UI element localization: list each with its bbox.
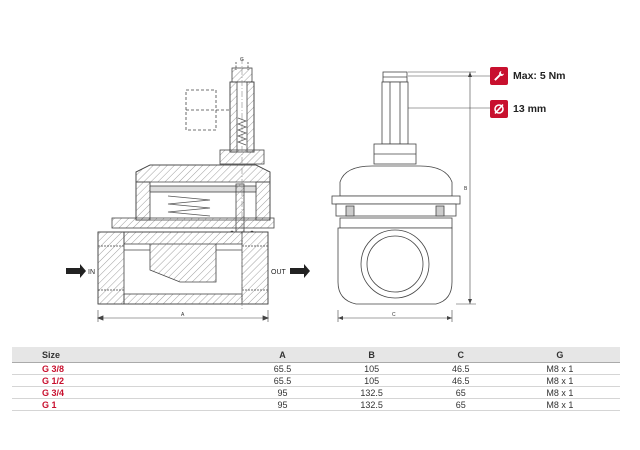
diameter-spec: 13 mm [490, 100, 546, 118]
table-row: G 1 95 132.5 65 M8 x 1 [12, 398, 620, 411]
col-header-a: A [243, 347, 322, 363]
front-view [331, 71, 490, 322]
table-row: G 3/8 65.5 105 46.5 M8 x 1 [12, 362, 620, 375]
dim-g-label: G [240, 57, 244, 63]
dim-b-label: B [464, 186, 468, 192]
dimensions-table: Size A B C G G 3/8 65.5 105 46.5 M8 x 1 … [12, 347, 620, 411]
table-row: G 1/2 65.5 105 46.5 M8 x 1 [12, 374, 620, 387]
diameter-value: 13 mm [513, 103, 547, 115]
col-header-size: Size [12, 347, 244, 363]
wrench-icon [490, 67, 508, 85]
col-header-b: B [321, 347, 422, 363]
section-view [96, 58, 275, 322]
torque-value: Max: 5 Nm [513, 70, 566, 82]
diameter-icon [490, 100, 508, 118]
col-header-c: C [421, 347, 500, 363]
col-header-g: G [499, 347, 620, 363]
flow-in-arrow [66, 264, 86, 278]
dim-a-label: A [181, 312, 185, 318]
torque-spec: Max: 5 Nm [490, 67, 566, 85]
label-out: OUT [271, 269, 287, 276]
flow-out-arrow [290, 264, 310, 278]
table-row: G 3/4 95 132.5 65 M8 x 1 [12, 386, 620, 399]
valve-technical-drawing: IN OUT A G [66, 57, 490, 322]
dim-c-label: C [392, 312, 396, 318]
table-header-row: Size A B C G [12, 347, 620, 363]
label-in: IN [88, 269, 95, 276]
